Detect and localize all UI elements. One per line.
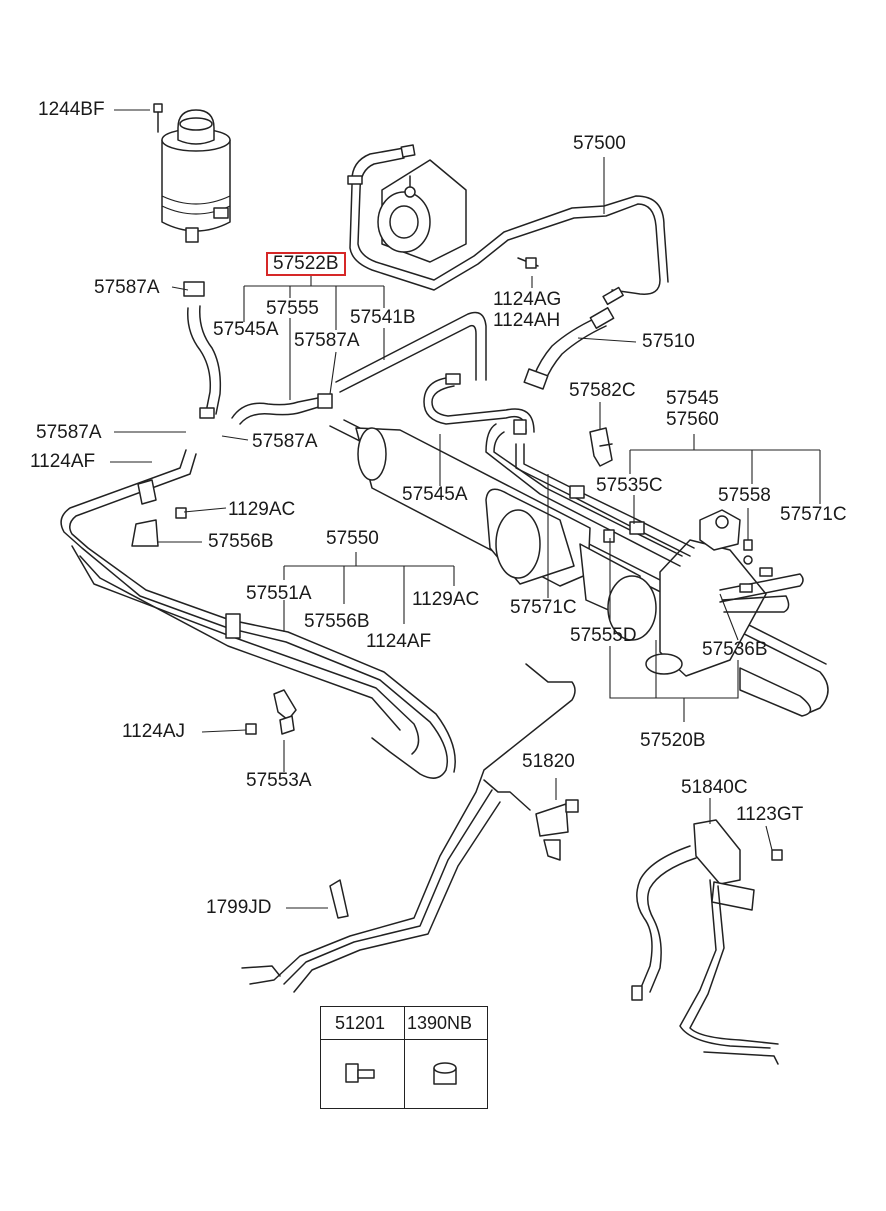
- label-1124AJ: 1124AJ: [122, 721, 186, 742]
- table-col-1390NB: 1390NB: [407, 1013, 473, 1033]
- label-57556B-mid: 57556B: [304, 611, 370, 632]
- label-57535C: 57535C: [596, 475, 663, 496]
- part-57558: [739, 539, 773, 593]
- label-51840C: 51840C: [681, 777, 748, 798]
- label-1123GT: 1123GT: [736, 804, 804, 825]
- clip-57582C: [589, 427, 613, 467]
- table-col-51201: 51201: [335, 1013, 386, 1033]
- label-57558: 57558: [718, 485, 771, 506]
- label-57587A-left: 57587A: [36, 422, 102, 443]
- label-57551A: 57551A: [246, 583, 312, 604]
- hose-57555: [183, 281, 333, 425]
- leader-lines: [110, 109, 821, 909]
- cooler-pipe-57550: [60, 449, 456, 779]
- label-57582C: 57582C: [569, 380, 636, 401]
- hose-57500: [347, 144, 669, 306]
- label-1124AG: 1124AG: [493, 289, 562, 310]
- label-57571C-right: 57571C: [780, 504, 847, 525]
- label-57536B: 57536B: [702, 639, 768, 660]
- label-1129AC-top: 1129AC: [228, 499, 296, 520]
- steering-gear-drawing: [329, 419, 829, 717]
- label-57560: 57560: [666, 409, 719, 430]
- assembly-51840C: [631, 819, 783, 1065]
- label-1124AF-mid: 1124AF: [366, 631, 432, 652]
- label-57545A-left: 57545A: [213, 319, 279, 340]
- label-57545: 57545: [666, 388, 719, 409]
- table-column-divider: [404, 1007, 405, 1108]
- label-57587A-top: 57587A: [94, 277, 160, 298]
- label-57541B: 57541B: [350, 307, 416, 328]
- label-1799JD: 1799JD: [206, 897, 272, 918]
- clamp-57553A: [245, 689, 297, 735]
- hose-57541B: [335, 311, 487, 393]
- label-57520B: 57520B: [640, 730, 706, 751]
- hose-57510: [523, 307, 615, 390]
- label-57500: 57500: [573, 133, 626, 154]
- reservoir-drawing: [153, 103, 231, 243]
- label-57556B-top: 57556B: [208, 531, 274, 552]
- bolt-1124AG: [517, 257, 539, 269]
- label-57522B-highlighted[interactable]: 57522B: [266, 252, 346, 276]
- table-icons: [345, 1062, 457, 1085]
- label-57510: 57510: [642, 331, 695, 352]
- parts-table: 51201 1390NB: [320, 1006, 488, 1109]
- label-57587A-right: 57587A: [252, 431, 318, 452]
- label-1129AC-mid: 1129AC: [412, 589, 480, 610]
- label-57571C-mid: 57571C: [510, 597, 577, 618]
- line-51820: [241, 663, 579, 993]
- label-57555D: 57555D: [570, 625, 637, 646]
- label-1244BF: 1244BF: [38, 99, 105, 120]
- label-1124AF-top: 1124AF: [30, 451, 96, 472]
- label-57555: 57555: [266, 298, 319, 319]
- pump-drawing: [377, 159, 467, 263]
- label-1124AH: 1124AH: [493, 310, 561, 331]
- label-57550: 57550: [326, 528, 379, 549]
- label-57545A-mid: 57545A: [402, 484, 468, 505]
- label-57553A: 57553A: [246, 770, 312, 791]
- label-57587A-mid: 57587A: [294, 330, 360, 351]
- pipes-57545: [423, 373, 695, 567]
- label-51820: 51820: [522, 751, 575, 772]
